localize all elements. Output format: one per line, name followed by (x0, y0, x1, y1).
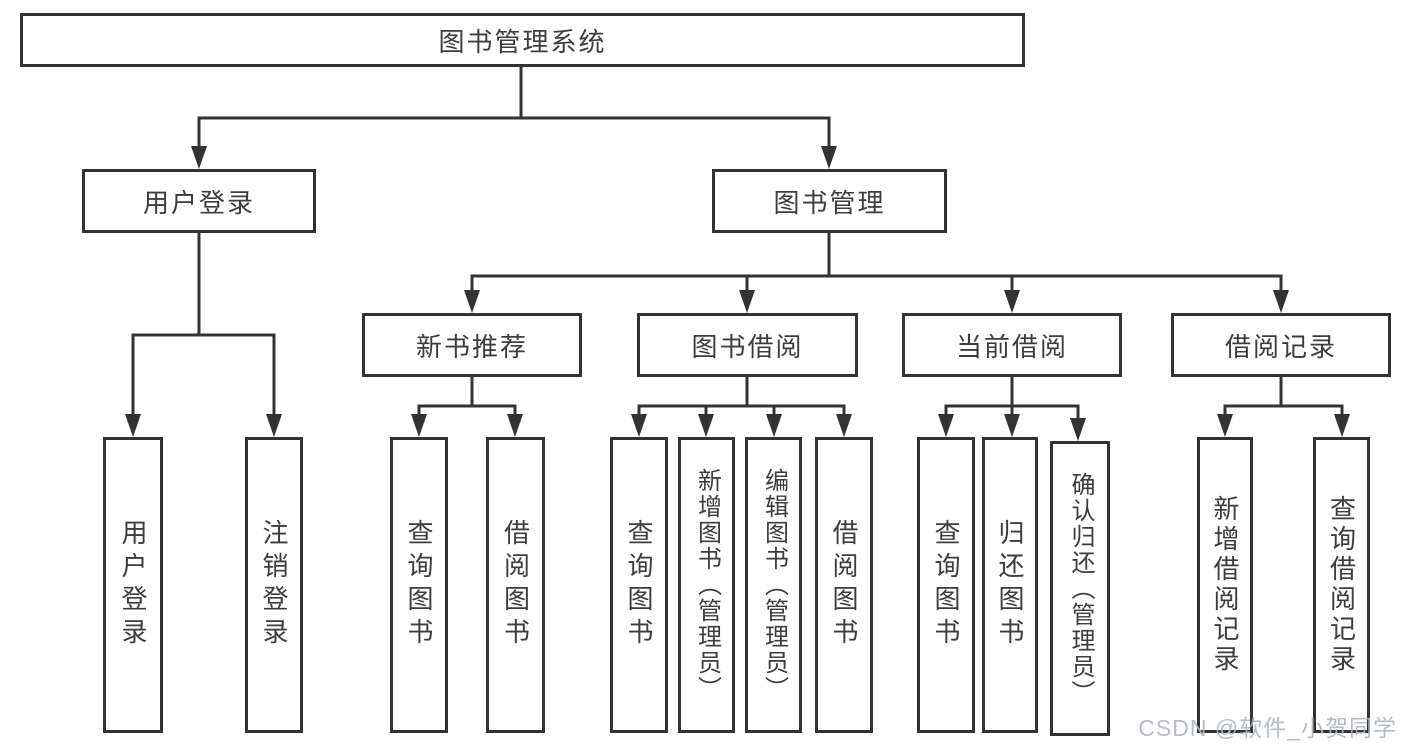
leaf-query-borrow-record: 查询借阅记录 (1313, 437, 1370, 733)
node-book-borrowing: 图书借阅 (637, 313, 858, 377)
node-label: 当前借阅 (955, 331, 1068, 362)
leaf-confirm-return-admin: 确认归还（管理员） (1050, 441, 1110, 736)
node-library-management-system: 图书管理系统 (20, 13, 1025, 67)
node-label: 用户登录 (118, 519, 148, 651)
node-label: 注销登录 (259, 519, 289, 651)
leaf-edit-book-admin: 编辑图书（管理员） (745, 437, 802, 733)
node-label: 新增借阅记录 (1210, 495, 1240, 675)
node-label: 查询图书 (404, 519, 434, 651)
node-label: 新书推荐 (415, 331, 528, 362)
node-label: 查询图书 (931, 519, 961, 651)
leaf-current-query-books: 查询图书 (917, 437, 975, 733)
node-label: 用户登录 (142, 187, 255, 218)
node-borrowing-records: 借阅记录 (1171, 313, 1391, 377)
leaf-newbooks-query-books: 查询图书 (390, 437, 448, 733)
node-label: 编辑图书（管理员） (760, 468, 788, 702)
node-label: 确认归还（管理员） (1067, 471, 1094, 706)
leaf-borrow-books: 借阅图书 (815, 437, 873, 733)
node-label: 新增图书（管理员） (693, 468, 721, 702)
node-label: 借阅图书 (500, 519, 531, 651)
node-label: 图书管理 (773, 187, 886, 218)
node-label: 查询借阅记录 (1326, 495, 1357, 675)
leaf-newbooks-borrow-books: 借阅图书 (486, 437, 545, 733)
node-label: 查询图书 (624, 519, 654, 651)
watermark: CSDN @软件_小贺同学 (1138, 715, 1397, 741)
leaf-borrowing-query-books: 查询图书 (610, 437, 668, 733)
node-new-book-recommendation: 新书推荐 (362, 313, 582, 377)
leaf-add-book-admin: 新增图书（管理员） (678, 437, 735, 733)
node-label: 图书管理系统 (438, 26, 607, 57)
arrowheads (125, 146, 1350, 441)
leaf-user-login: 用户登录 (103, 437, 163, 733)
leaf-add-borrow-record: 新增借阅记录 (1197, 437, 1253, 733)
node-label: 归还图书 (995, 519, 1025, 651)
node-user-login-module: 用户登录 (82, 169, 316, 233)
node-current-borrowing: 当前借阅 (902, 313, 1122, 377)
node-label: 图书借阅 (691, 331, 804, 362)
node-book-management-module: 图书管理 (712, 169, 947, 233)
node-label: 借阅记录 (1224, 331, 1337, 362)
leaf-logout: 注销登录 (245, 437, 303, 733)
leaf-return-books: 归还图书 (982, 437, 1038, 733)
node-label: 借阅图书 (829, 519, 859, 651)
